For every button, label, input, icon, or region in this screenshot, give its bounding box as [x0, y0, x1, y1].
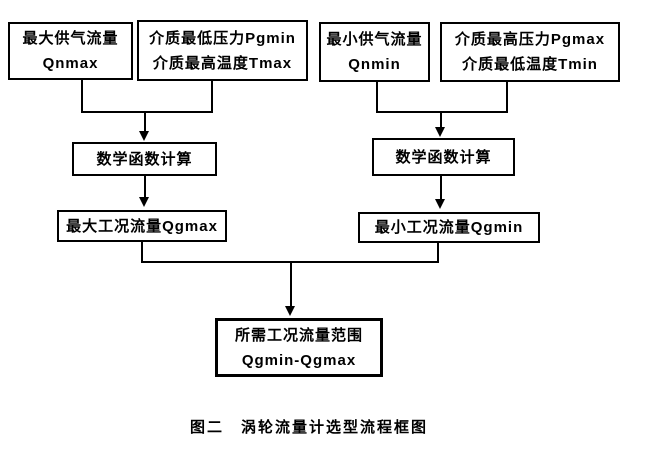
node-text-line: Qgmin-Qgmax [241, 351, 357, 369]
node-text-line: 数学函数计算 [96, 150, 193, 168]
arrowhead-down-icon [435, 199, 445, 209]
node-math-function-left: 数学函数计算 [72, 142, 217, 176]
connector-line [141, 242, 143, 263]
connector-line [440, 111, 442, 129]
node-max-working-flow: 最大工况流量Qgmax [57, 210, 227, 242]
arrowhead-down-icon [435, 127, 445, 137]
arrowhead-down-icon [285, 306, 295, 316]
arrowhead-down-icon [139, 131, 149, 141]
connector-line [144, 111, 146, 133]
node-text-line: 介质最低压力Pgmin [149, 29, 296, 47]
node-text-line: 最大供气流量 [22, 30, 119, 47]
node-text-line: 所需工况流量范围 [234, 326, 363, 344]
node-text-line: 最小工况流量Qgmin [374, 219, 524, 236]
node-text-line: 介质最高温度Tmax [152, 54, 293, 72]
connector-line [376, 111, 508, 113]
connector-line [290, 261, 292, 307]
node-required-flow-range: 所需工况流量范围 Qgmin-Qgmax [215, 318, 383, 377]
connector-line [376, 82, 378, 113]
figure-caption: 图二 涡轮流量计选型流程框图 [189, 419, 428, 436]
connector-line [437, 243, 439, 263]
connector-line [81, 111, 213, 113]
node-text-line: 数学函数计算 [395, 148, 492, 166]
connector-line [144, 176, 146, 200]
node-text-line: Qnmin [348, 56, 401, 73]
node-min-pressure-max-temp: 介质最低压力Pgmin 介质最高温度Tmax [137, 20, 308, 81]
node-text-line: 最大工况流量Qgmax [66, 217, 218, 235]
connector-line [81, 80, 83, 113]
node-text-line: 介质最低温度Tmin [462, 56, 598, 73]
node-min-supply-flow: 最小供气流量 Qnmin [319, 22, 430, 82]
connector-line [211, 81, 213, 113]
connector-line [506, 82, 508, 113]
node-max-pressure-min-temp: 介质最高压力Pgmax 介质最低温度Tmin [440, 22, 620, 82]
node-max-supply-flow: 最大供气流量 Qnmax [8, 22, 133, 80]
node-text-line: 最小供气流量 [326, 31, 423, 48]
node-math-function-right: 数学函数计算 [372, 138, 515, 176]
node-min-working-flow: 最小工况流量Qgmin [358, 212, 540, 243]
node-text-line: 介质最高压力Pgmax [454, 31, 606, 48]
node-text-line: Qnmax [42, 55, 99, 72]
arrowhead-down-icon [139, 197, 149, 207]
connector-line [440, 176, 442, 202]
